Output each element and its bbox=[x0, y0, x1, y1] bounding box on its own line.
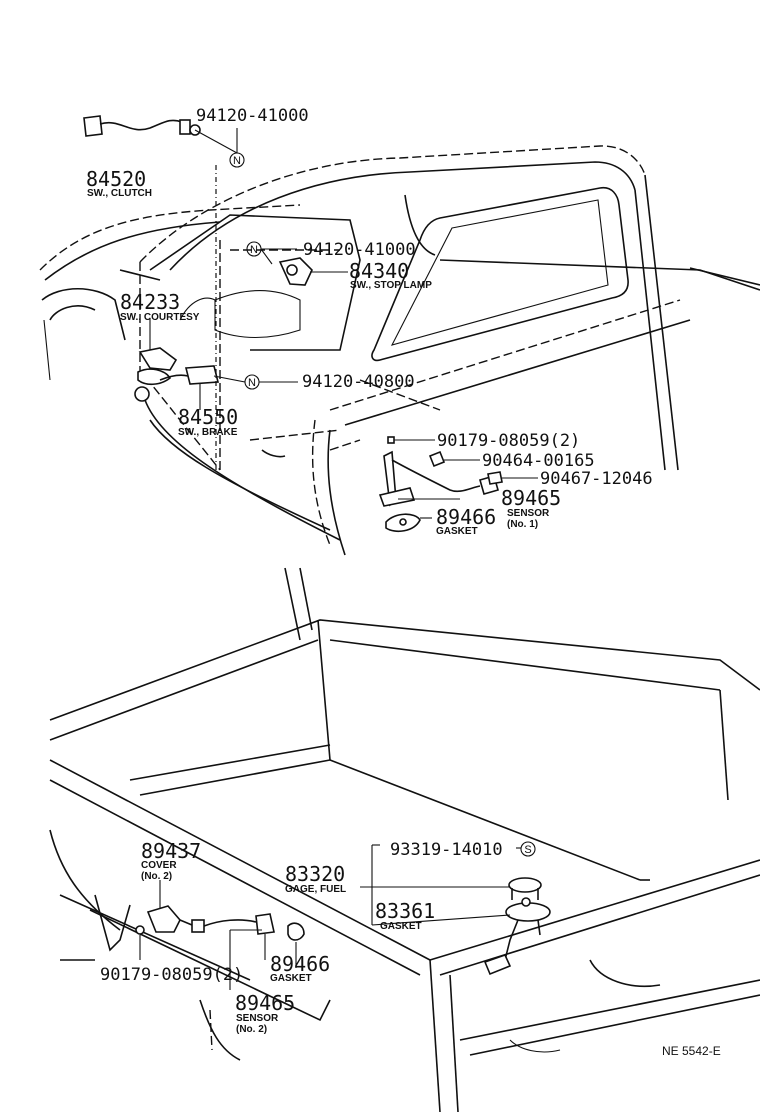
oxygen-sensor-no2 bbox=[135, 905, 305, 941]
desc-89465-a: SENSOR bbox=[507, 508, 550, 519]
label-89437: 89437 bbox=[141, 839, 201, 863]
label-94120-41000-b: 94120-41000 bbox=[303, 240, 416, 260]
label-89465-b: 89465 bbox=[235, 991, 295, 1015]
desc2-89465-a: (No. 1) bbox=[507, 519, 538, 530]
label-90467-12046: 90467-12046 bbox=[540, 469, 653, 489]
label-84340: 84340 bbox=[349, 259, 409, 283]
desc-84233: SW., COURTESY bbox=[120, 312, 200, 323]
reference-code: NE 5542-E bbox=[662, 1044, 721, 1058]
n-symbols: N N N bbox=[229, 152, 262, 390]
label-89466-a: 89466 bbox=[436, 505, 496, 529]
brake-switch bbox=[159, 365, 220, 385]
desc-84550: SW., BRAKE bbox=[178, 427, 238, 438]
leaders-upper bbox=[149, 128, 538, 519]
desc2-89437: (No. 2) bbox=[141, 871, 172, 882]
label-84233: 84233 bbox=[120, 290, 180, 314]
desc-84520: SW., CLUTCH bbox=[87, 188, 152, 199]
label-94120-40800: 94120-40800 bbox=[302, 372, 415, 392]
labels: 94120-41000 84520 SW., CLUTCH 94120-4100… bbox=[86, 106, 721, 1058]
desc-89466-b: GASKET bbox=[270, 973, 312, 984]
label-93319-14010: 93319-14010 bbox=[390, 840, 503, 860]
label-90179-08059-a: 90179-08059(2) bbox=[437, 431, 580, 451]
bed-outline bbox=[49, 567, 760, 1112]
fuel-gauge-sender: S bbox=[483, 841, 551, 976]
desc-89465-b: SENSOR bbox=[236, 1013, 279, 1024]
clutch-switch bbox=[83, 115, 201, 137]
desc-84340: SW., STOP LAMP bbox=[350, 280, 432, 291]
label-94120-41000-a: 94120-41000 bbox=[196, 106, 309, 126]
courtesy-switch bbox=[134, 347, 178, 402]
label-83361: 83361 bbox=[375, 899, 435, 923]
leaders-lower bbox=[139, 844, 521, 990]
stop-lamp-switch bbox=[278, 257, 313, 286]
desc-89437: COVER bbox=[141, 860, 177, 871]
oxygen-sensor-no1 bbox=[378, 436, 503, 533]
desc2-89465-b: (No. 2) bbox=[236, 1024, 267, 1035]
s-symbol: S bbox=[524, 844, 531, 856]
label-89465-a: 89465 bbox=[501, 486, 561, 510]
cab-outline bbox=[39, 145, 760, 556]
desc-83361: GASKET bbox=[380, 921, 422, 932]
label-84520: 84520 bbox=[86, 167, 146, 191]
label-84550: 84550 bbox=[178, 405, 238, 429]
n-symbol-3: N bbox=[248, 377, 256, 389]
label-90179-08059-b: 90179-08059(2) bbox=[100, 965, 243, 985]
label-90464-00165: 90464-00165 bbox=[482, 451, 595, 471]
label-83320: 83320 bbox=[285, 862, 345, 886]
desc-83320: GAGE, FUEL bbox=[285, 884, 346, 895]
n-symbol-1: N bbox=[233, 155, 241, 167]
desc-89466-a: GASKET bbox=[436, 526, 478, 537]
label-89466-b: 89466 bbox=[270, 952, 330, 976]
n-symbol-2: N bbox=[250, 244, 258, 256]
